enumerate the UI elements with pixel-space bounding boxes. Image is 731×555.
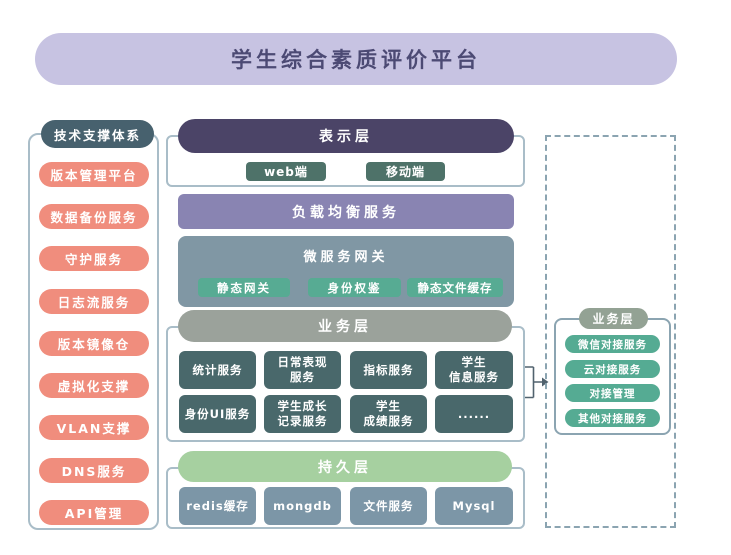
tech-item: DNS服务 xyxy=(39,458,149,483)
service-box: 统计服务 xyxy=(179,351,256,389)
integration-item: 云对接服务 xyxy=(565,360,660,378)
store-box: 文件服务 xyxy=(350,487,427,525)
load-balancer: 负载均衡服务 xyxy=(178,194,514,229)
tech-item: 数据备份服务 xyxy=(39,204,149,229)
persistence-layer-header: 持久层 xyxy=(178,451,512,482)
tech-panel-header: 技术支撑体系 xyxy=(41,120,154,148)
tech-item: 版本管理平台 xyxy=(39,162,149,187)
service-box-more: ...... xyxy=(435,395,513,433)
service-box: 身份UI服务 xyxy=(179,395,256,433)
tech-item: 虚拟化支撑 xyxy=(39,373,149,398)
store-box: mongdb xyxy=(264,487,341,525)
page-title: 学生综合素质评价平台 xyxy=(35,33,677,85)
presentation-layer-header: 表示层 xyxy=(178,119,514,153)
tech-item: 日志流服务 xyxy=(39,289,149,314)
gateway-component: 身份权鉴 xyxy=(308,278,401,297)
store-box: Mysql xyxy=(435,487,513,525)
integration-dashed-container xyxy=(545,135,676,528)
tech-item: VLAN支撑 xyxy=(39,415,149,440)
mobile-client: 移动端 xyxy=(366,162,445,181)
service-box: 指标服务 xyxy=(350,351,427,389)
integration-panel-header: 业务层 xyxy=(579,308,648,329)
integration-item: 对接管理 xyxy=(565,384,660,402)
service-box: 学生成长 记录服务 xyxy=(264,395,341,433)
gateway-component: 静态网关 xyxy=(198,278,290,297)
tech-item: 守护服务 xyxy=(39,246,149,271)
gateway-title: 微服务网关 xyxy=(303,249,389,265)
integration-item: 微信对接服务 xyxy=(565,335,660,353)
service-box: 学生 成绩服务 xyxy=(350,395,427,433)
tech-item: 版本镜像仓 xyxy=(39,331,149,356)
integration-item: 其他对接服务 xyxy=(565,409,660,427)
tech-item: API管理 xyxy=(39,500,149,525)
business-layer-header: 业务层 xyxy=(178,310,512,342)
service-box: 学生 信息服务 xyxy=(435,351,513,389)
service-box: 日常表现 服务 xyxy=(264,351,341,389)
store-box: redis缓存 xyxy=(179,487,256,525)
web-client: web端 xyxy=(246,162,326,181)
gateway-component: 静态文件缓存 xyxy=(407,278,503,297)
